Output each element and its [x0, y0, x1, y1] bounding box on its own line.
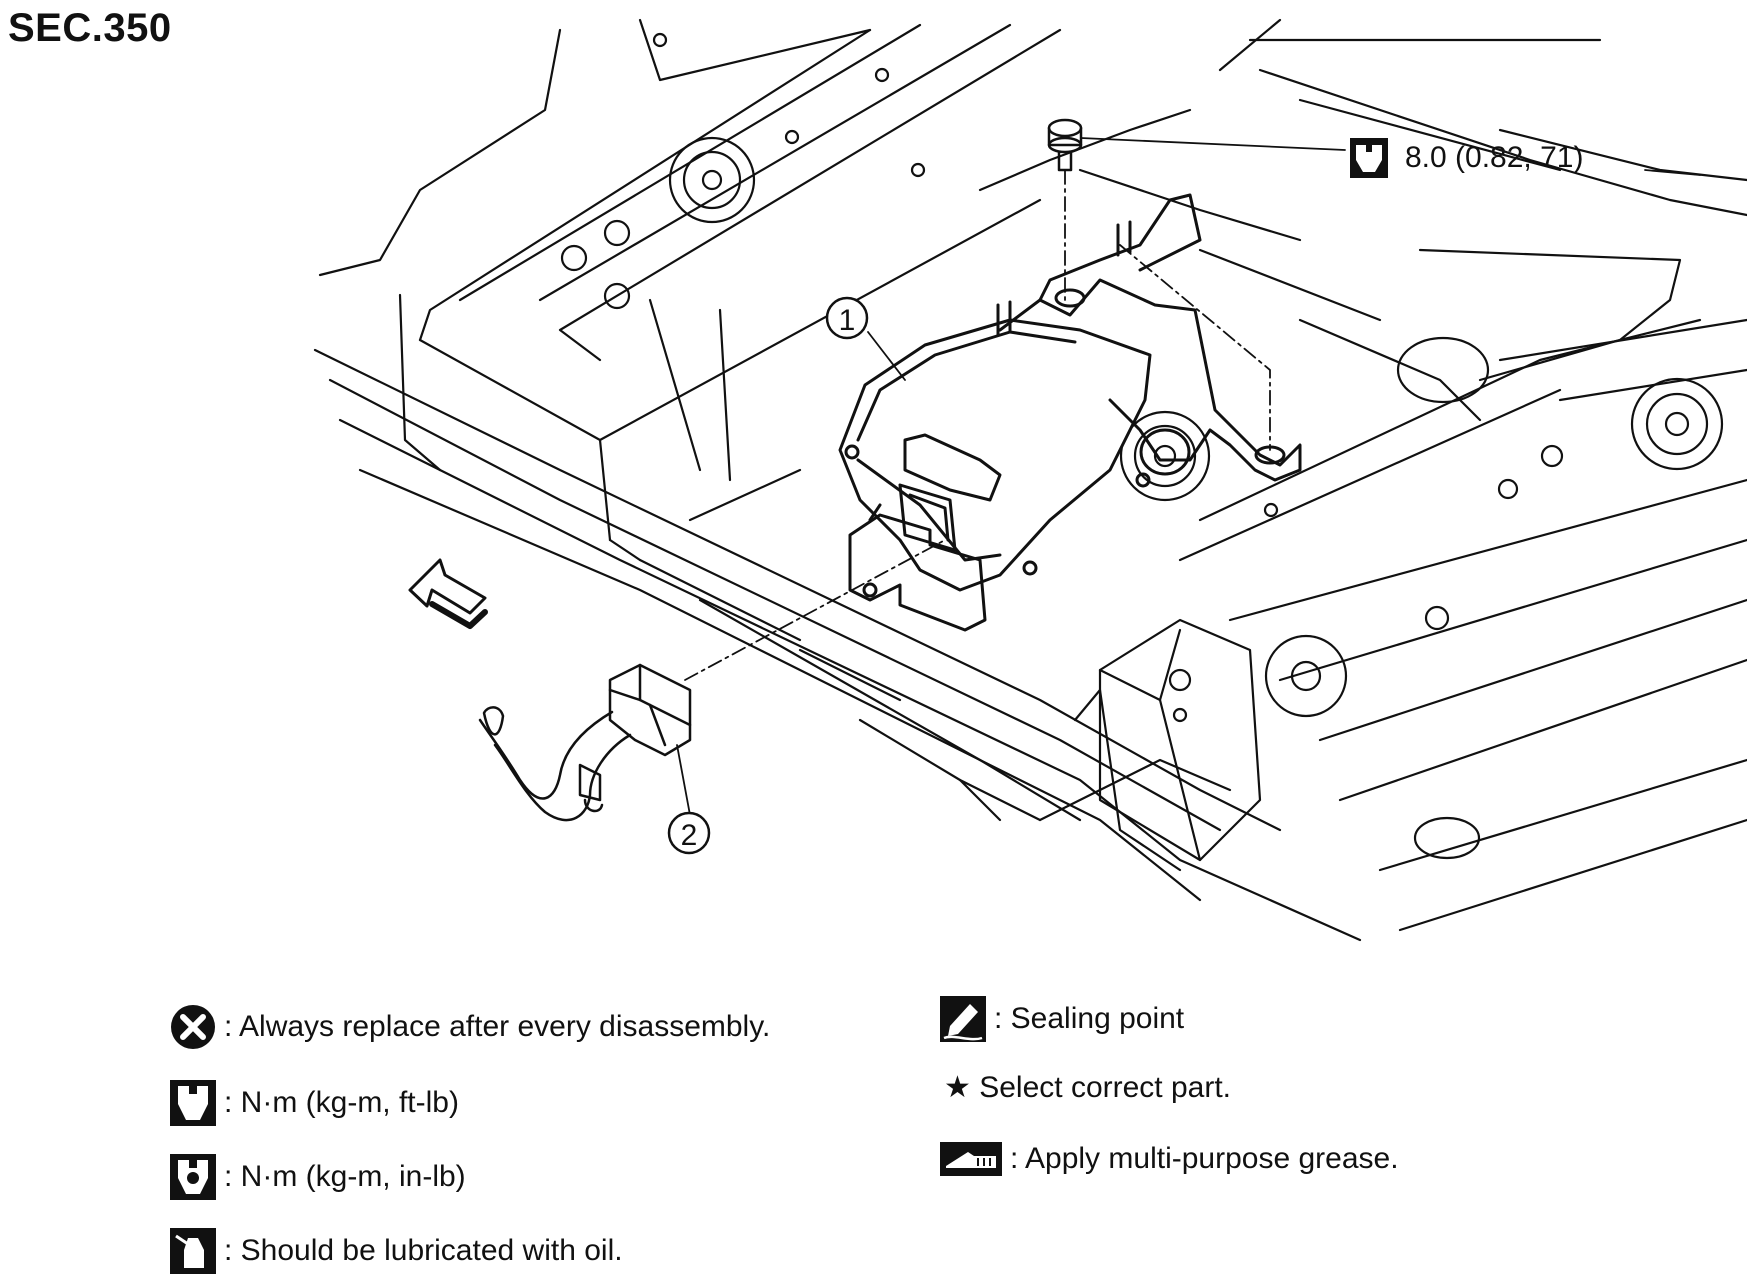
torque-ftlb-icon	[170, 1080, 216, 1126]
legend-item-select-part: ★ Select correct part.	[944, 1070, 1231, 1105]
torque-value: 8.0 (0.82, 71)	[1405, 141, 1583, 174]
callout-part-2-label: 2	[681, 819, 698, 852]
harness-connector	[478, 663, 692, 822]
legend-item-sealing: : Sealing point	[940, 996, 1184, 1042]
legend-text-torque-inlb: : N·m (kg-m, in-lb)	[224, 1160, 466, 1193]
torque-callout: 8.0 (0.82, 71)	[1350, 138, 1701, 178]
legend-item-torque-inlb: : N·m (kg-m, in-lb)	[170, 1154, 466, 1200]
callout-leaders	[676, 331, 906, 816]
legend-text-oil: : Should be lubricated with oil.	[224, 1234, 623, 1267]
floor-support-block	[1073, 618, 1262, 872]
alignment-lines	[684, 244, 1271, 681]
legend-text-grease: : Apply multi-purpose grease.	[1010, 1142, 1399, 1175]
exploded-parts-diagram: 1 2 8.0 (0.82, 71)	[313, 18, 1747, 942]
grease-icon	[940, 1142, 1002, 1176]
legend-text-torque-ftlb: : N·m (kg-m, ft-lb)	[224, 1086, 459, 1119]
oil-can-icon	[170, 1228, 216, 1274]
control-unit-assembly	[838, 193, 1302, 632]
legend-text-select-part: ★ Select correct part.	[944, 1071, 1231, 1104]
section-label: SEC.350	[8, 6, 172, 50]
cross-circle-icon	[170, 1004, 216, 1050]
legend-item-torque-ftlb: : N·m (kg-m, ft-lb)	[170, 1080, 459, 1126]
legend-text-replace: : Always replace after every disassembly…	[224, 1010, 771, 1043]
floor-holes	[560, 32, 1724, 860]
front-direction-arrow	[408, 558, 488, 629]
callout-part-1-label: 1	[839, 304, 856, 337]
legend-text-sealing: : Sealing point	[994, 1002, 1185, 1035]
sealing-icon	[940, 996, 986, 1042]
legend-item-replace: : Always replace after every disassembly…	[170, 1004, 770, 1050]
legend-item-oil: : Should be lubricated with oil.	[170, 1228, 623, 1274]
vehicle-floor-outline	[313, 18, 1747, 942]
legend-item-grease: : Apply multi-purpose grease.	[940, 1142, 1399, 1176]
callout-part-1: 1	[825, 296, 869, 340]
torque-inlb-icon	[170, 1154, 216, 1200]
mounting-bolt	[1047, 118, 1346, 301]
callout-part-2: 2	[667, 811, 711, 855]
